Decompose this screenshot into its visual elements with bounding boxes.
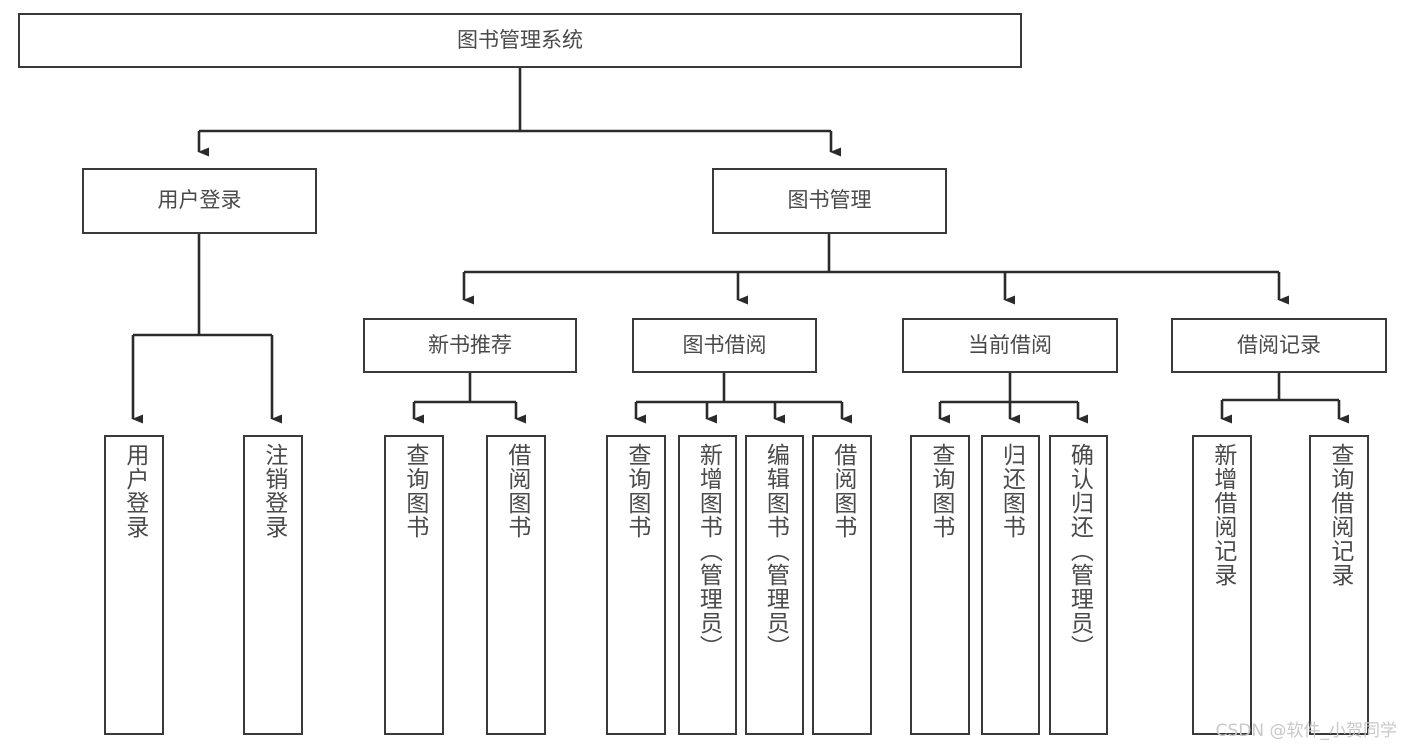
node-borrow-record-label: 借阅记录	[1237, 332, 1321, 357]
leaf-add-borrow-record-label: 新增借阅记录	[1209, 443, 1236, 587]
node-new-book-recommend[interactable]: 新书推荐	[363, 318, 577, 373]
node-current-borrow[interactable]: 当前借阅	[902, 318, 1118, 373]
leaf-query-book-borrow-label: 查询图书	[623, 443, 650, 539]
leaf-query-book-current[interactable]: 查询图书	[910, 435, 970, 735]
leaf-query-book-borrow[interactable]: 查询图书	[606, 435, 666, 735]
node-new-book-recommend-label: 新书推荐	[428, 332, 512, 357]
leaf-return-book-label: 归还图书	[998, 443, 1025, 539]
leaf-add-borrow-record[interactable]: 新增借阅记录	[1192, 435, 1252, 735]
leaf-borrow-book-recommend[interactable]: 借阅图书	[486, 435, 546, 735]
leaf-query-borrow-record-label: 查询借阅记录	[1326, 443, 1353, 587]
leaf-query-borrow-record[interactable]: 查询借阅记录	[1309, 435, 1369, 735]
leaf-borrow-book-label: 借阅图书	[829, 443, 856, 539]
leaf-logout-label: 注销登录	[260, 443, 287, 539]
leaf-confirm-return-admin-label: 确认归还（管理员）	[1066, 443, 1093, 659]
node-borrow-record[interactable]: 借阅记录	[1171, 318, 1387, 373]
leaf-return-book[interactable]: 归还图书	[981, 435, 1040, 735]
leaf-query-book-current-label: 查询图书	[927, 443, 954, 539]
leaf-edit-book-admin-label: 编辑图书（管理员）	[762, 443, 789, 659]
leaf-user-login-label: 用户登录	[121, 443, 148, 539]
node-root-label: 图书管理系统	[457, 27, 583, 52]
node-book-borrow-label: 图书借阅	[682, 332, 767, 357]
node-book-management-label: 图书管理	[787, 188, 872, 213]
leaf-edit-book-admin[interactable]: 编辑图书（管理员）	[745, 435, 804, 735]
leaf-confirm-return-admin[interactable]: 确认归还（管理员）	[1049, 435, 1108, 735]
leaf-query-book-recommend-label: 查询图书	[401, 443, 428, 539]
leaf-add-book-admin[interactable]: 新增图书（管理员）	[678, 435, 737, 735]
node-root[interactable]: 图书管理系统	[18, 13, 1022, 68]
node-user-login-label: 用户登录	[157, 188, 242, 213]
node-book-management[interactable]: 图书管理	[712, 168, 947, 234]
leaf-user-login[interactable]: 用户登录	[104, 435, 164, 735]
node-user-login[interactable]: 用户登录	[82, 168, 317, 234]
leaf-borrow-book-recommend-label: 借阅图书	[503, 443, 530, 539]
node-book-borrow[interactable]: 图书借阅	[632, 318, 817, 373]
leaf-logout[interactable]: 注销登录	[243, 435, 303, 735]
leaf-query-book-recommend[interactable]: 查询图书	[384, 435, 444, 735]
watermark-text: CSDN @软件_小贺同学	[1215, 721, 1397, 741]
leaf-add-book-admin-label: 新增图书（管理员）	[695, 443, 722, 659]
leaf-borrow-book[interactable]: 借阅图书	[812, 435, 872, 735]
node-current-borrow-label: 当前借阅	[968, 332, 1052, 357]
